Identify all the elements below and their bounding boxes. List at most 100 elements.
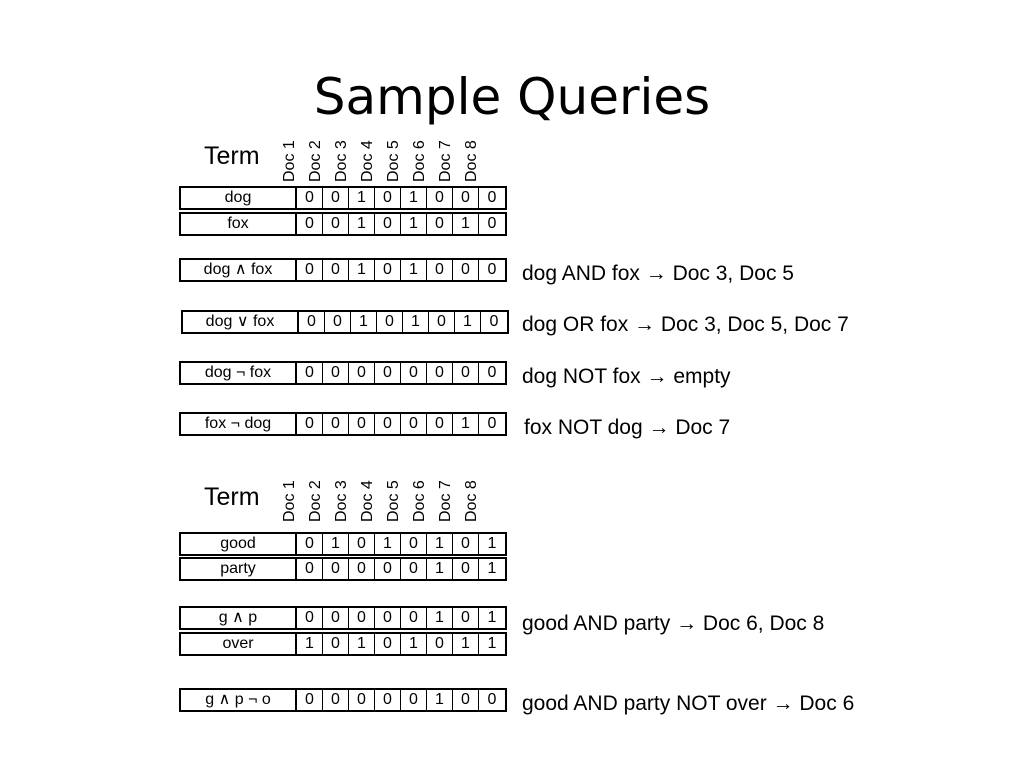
bit-cell: 1 — [487, 535, 497, 552]
bit-cell: 0 — [401, 690, 427, 710]
bit-cell: 0 — [297, 690, 323, 710]
bit-cell: 1 — [401, 214, 427, 234]
bit-cell: 0 — [323, 188, 349, 208]
bit-cell: 0 — [487, 415, 497, 432]
slide-title: Sample Queries — [313, 68, 711, 126]
bit-cell: 1 — [349, 214, 375, 234]
bit-cell: 0 — [453, 363, 479, 383]
term-header: Term — [204, 142, 260, 170]
bit-cell: 0 — [297, 608, 323, 628]
bit-cell: 0 — [429, 312, 455, 332]
bit-cell: 1 — [401, 188, 427, 208]
bit-cell: 1 — [453, 214, 479, 234]
bit-cell: 1 — [427, 559, 453, 579]
bit-cell: 0 — [375, 690, 401, 710]
row-label: g ∧ p — [181, 608, 297, 628]
bit-cell: 0 — [453, 260, 479, 280]
bit-cell: 0 — [489, 313, 499, 330]
bit-cell: 1 — [453, 634, 479, 654]
bit-cell: 1 — [323, 534, 349, 554]
bit-cell: 0 — [427, 634, 453, 654]
doc-header: Doc 8 — [463, 480, 480, 522]
bit-cell: 1 — [427, 690, 453, 710]
bit-cell: 1 — [453, 414, 479, 434]
table-row: dog ∧ fox 0 0 1 0 1 0 0 0 — [179, 258, 507, 282]
bit-cell: 0 — [375, 188, 401, 208]
bit-cell: 1 — [349, 634, 375, 654]
bit-cell: 0 — [297, 260, 323, 280]
bit-cell: 0 — [427, 188, 453, 208]
row-label: dog ∧ fox — [181, 260, 297, 280]
bit-cell: 0 — [297, 534, 323, 554]
table-row: party 0 0 0 0 0 1 0 1 — [179, 557, 507, 581]
table-row: fox 0 0 1 0 1 0 1 0 — [179, 212, 507, 236]
bit-cell: 0 — [487, 364, 497, 381]
bit-cell: 0 — [349, 690, 375, 710]
bit-cell: 0 — [299, 312, 325, 332]
bit-cell: 0 — [349, 559, 375, 579]
bit-cell: 0 — [427, 260, 453, 280]
bit-cell: 0 — [487, 261, 497, 278]
bit-cell: 1 — [487, 609, 497, 626]
bit-cell: 0 — [453, 188, 479, 208]
bit-cell: 0 — [297, 214, 323, 234]
bit-cell: 0 — [297, 363, 323, 383]
bit-cell: 1 — [349, 188, 375, 208]
bit-cell: 0 — [401, 559, 427, 579]
row-label: over — [181, 634, 297, 654]
bit-cell: 0 — [401, 363, 427, 383]
bit-cell: 0 — [349, 414, 375, 434]
query-result: dog OR fox → Doc 3, Doc 5, Doc 7 — [522, 313, 849, 336]
bit-cell: 0 — [323, 414, 349, 434]
bit-cell: 1 — [349, 260, 375, 280]
row-label: dog ¬ fox — [181, 363, 297, 383]
bit-cell: 0 — [325, 312, 351, 332]
bit-cell: 0 — [323, 260, 349, 280]
doc-header: Doc 8 — [463, 140, 480, 182]
bit-cell: 0 — [297, 188, 323, 208]
bit-cell: 0 — [401, 608, 427, 628]
table-row: dog 0 0 1 0 1 0 0 0 — [179, 186, 507, 210]
bit-cell: 1 — [427, 608, 453, 628]
bit-cell: 1 — [375, 534, 401, 554]
bit-cell: 1 — [455, 312, 481, 332]
bit-cell: 0 — [453, 690, 479, 710]
bit-cell: 0 — [401, 414, 427, 434]
table-row: fox ¬ dog 0 0 0 0 0 0 1 0 — [179, 412, 507, 436]
bit-cell: 0 — [487, 189, 497, 206]
bit-cell: 1 — [401, 634, 427, 654]
bit-cell: 0 — [323, 559, 349, 579]
bit-cell: 0 — [375, 363, 401, 383]
row-label: dog — [181, 188, 297, 208]
bit-cell: 0 — [323, 690, 349, 710]
query-result: dog AND fox → Doc 3, Doc 5 — [522, 262, 794, 285]
table-row: over 1 0 1 0 1 0 1 1 — [179, 632, 507, 656]
table-row: dog ¬ fox 0 0 0 0 0 0 0 0 — [179, 361, 507, 385]
bit-cell: 1 — [427, 534, 453, 554]
table-row: good 0 1 0 1 0 1 0 1 — [179, 532, 507, 556]
row-label: fox ¬ dog — [181, 414, 297, 434]
row-label: g ∧ p ¬ o — [181, 690, 297, 710]
bit-cell: 0 — [375, 559, 401, 579]
bit-cell: 0 — [323, 634, 349, 654]
bit-cell: 0 — [427, 414, 453, 434]
bit-cell: 0 — [453, 534, 479, 554]
bit-cell: 1 — [401, 260, 427, 280]
bit-cell: 0 — [297, 414, 323, 434]
bit-cell: 1 — [487, 635, 497, 652]
bit-cell: 0 — [349, 363, 375, 383]
query-result: good AND party → Doc 6, Doc 8 — [522, 612, 825, 635]
table-row: dog ∨ fox 0 0 1 0 1 0 1 0 — [181, 310, 509, 334]
bit-cell: 0 — [323, 214, 349, 234]
row-label: dog ∨ fox — [183, 312, 299, 332]
bit-cell: 0 — [323, 363, 349, 383]
bit-cell: 0 — [427, 214, 453, 234]
bit-cell: 1 — [403, 312, 429, 332]
term-header: Term — [204, 483, 260, 511]
table-row: g ∧ p 0 0 0 0 0 1 0 1 — [179, 606, 507, 630]
bit-cell: 0 — [349, 534, 375, 554]
row-label: party — [181, 559, 297, 579]
query-result: fox NOT dog → Doc 7 — [524, 416, 731, 439]
bit-cell: 0 — [487, 691, 497, 708]
query-result: good AND party NOT over → Doc 6 — [522, 692, 855, 715]
